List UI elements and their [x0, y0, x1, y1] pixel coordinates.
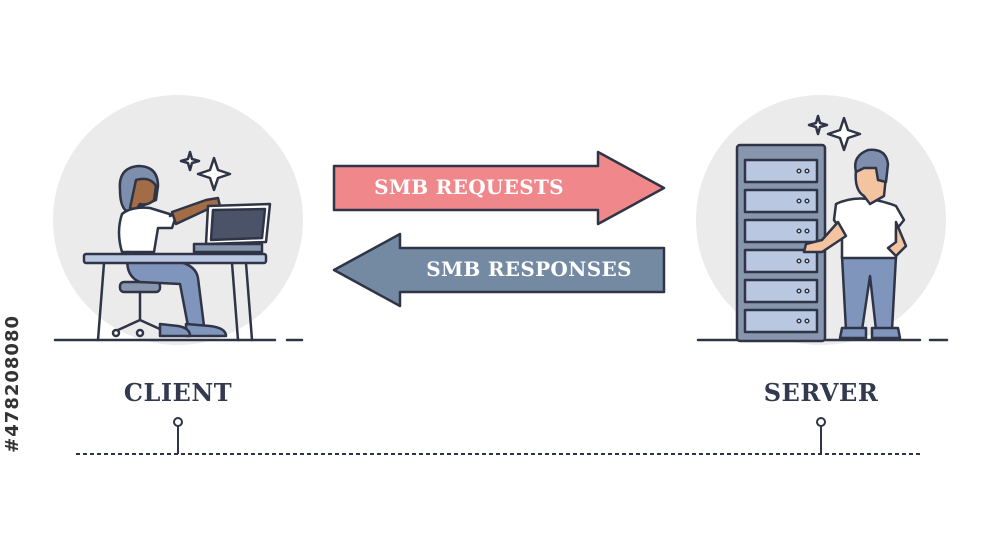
- sparkle-icon: [826, 116, 862, 152]
- smb-requests-arrow: [332, 150, 666, 226]
- server-timeline-marker: [816, 417, 826, 454]
- sparkle-icon: [179, 150, 201, 172]
- smb-requests-label: SMB REQUESTS: [374, 175, 564, 199]
- client-illustration: [82, 150, 272, 342]
- client-timeline-marker: [173, 417, 183, 454]
- client-label: CLIENT: [123, 378, 233, 407]
- server-label: SERVER: [763, 378, 879, 407]
- sparkle-icon: [807, 114, 829, 136]
- stock-image-id: #478208080: [2, 315, 23, 453]
- smb-responses-arrow: [332, 232, 666, 308]
- server-illustration: [735, 114, 908, 343]
- smb-responses-label: SMB RESPONSES: [426, 257, 632, 281]
- sparkle-icon: [196, 156, 232, 192]
